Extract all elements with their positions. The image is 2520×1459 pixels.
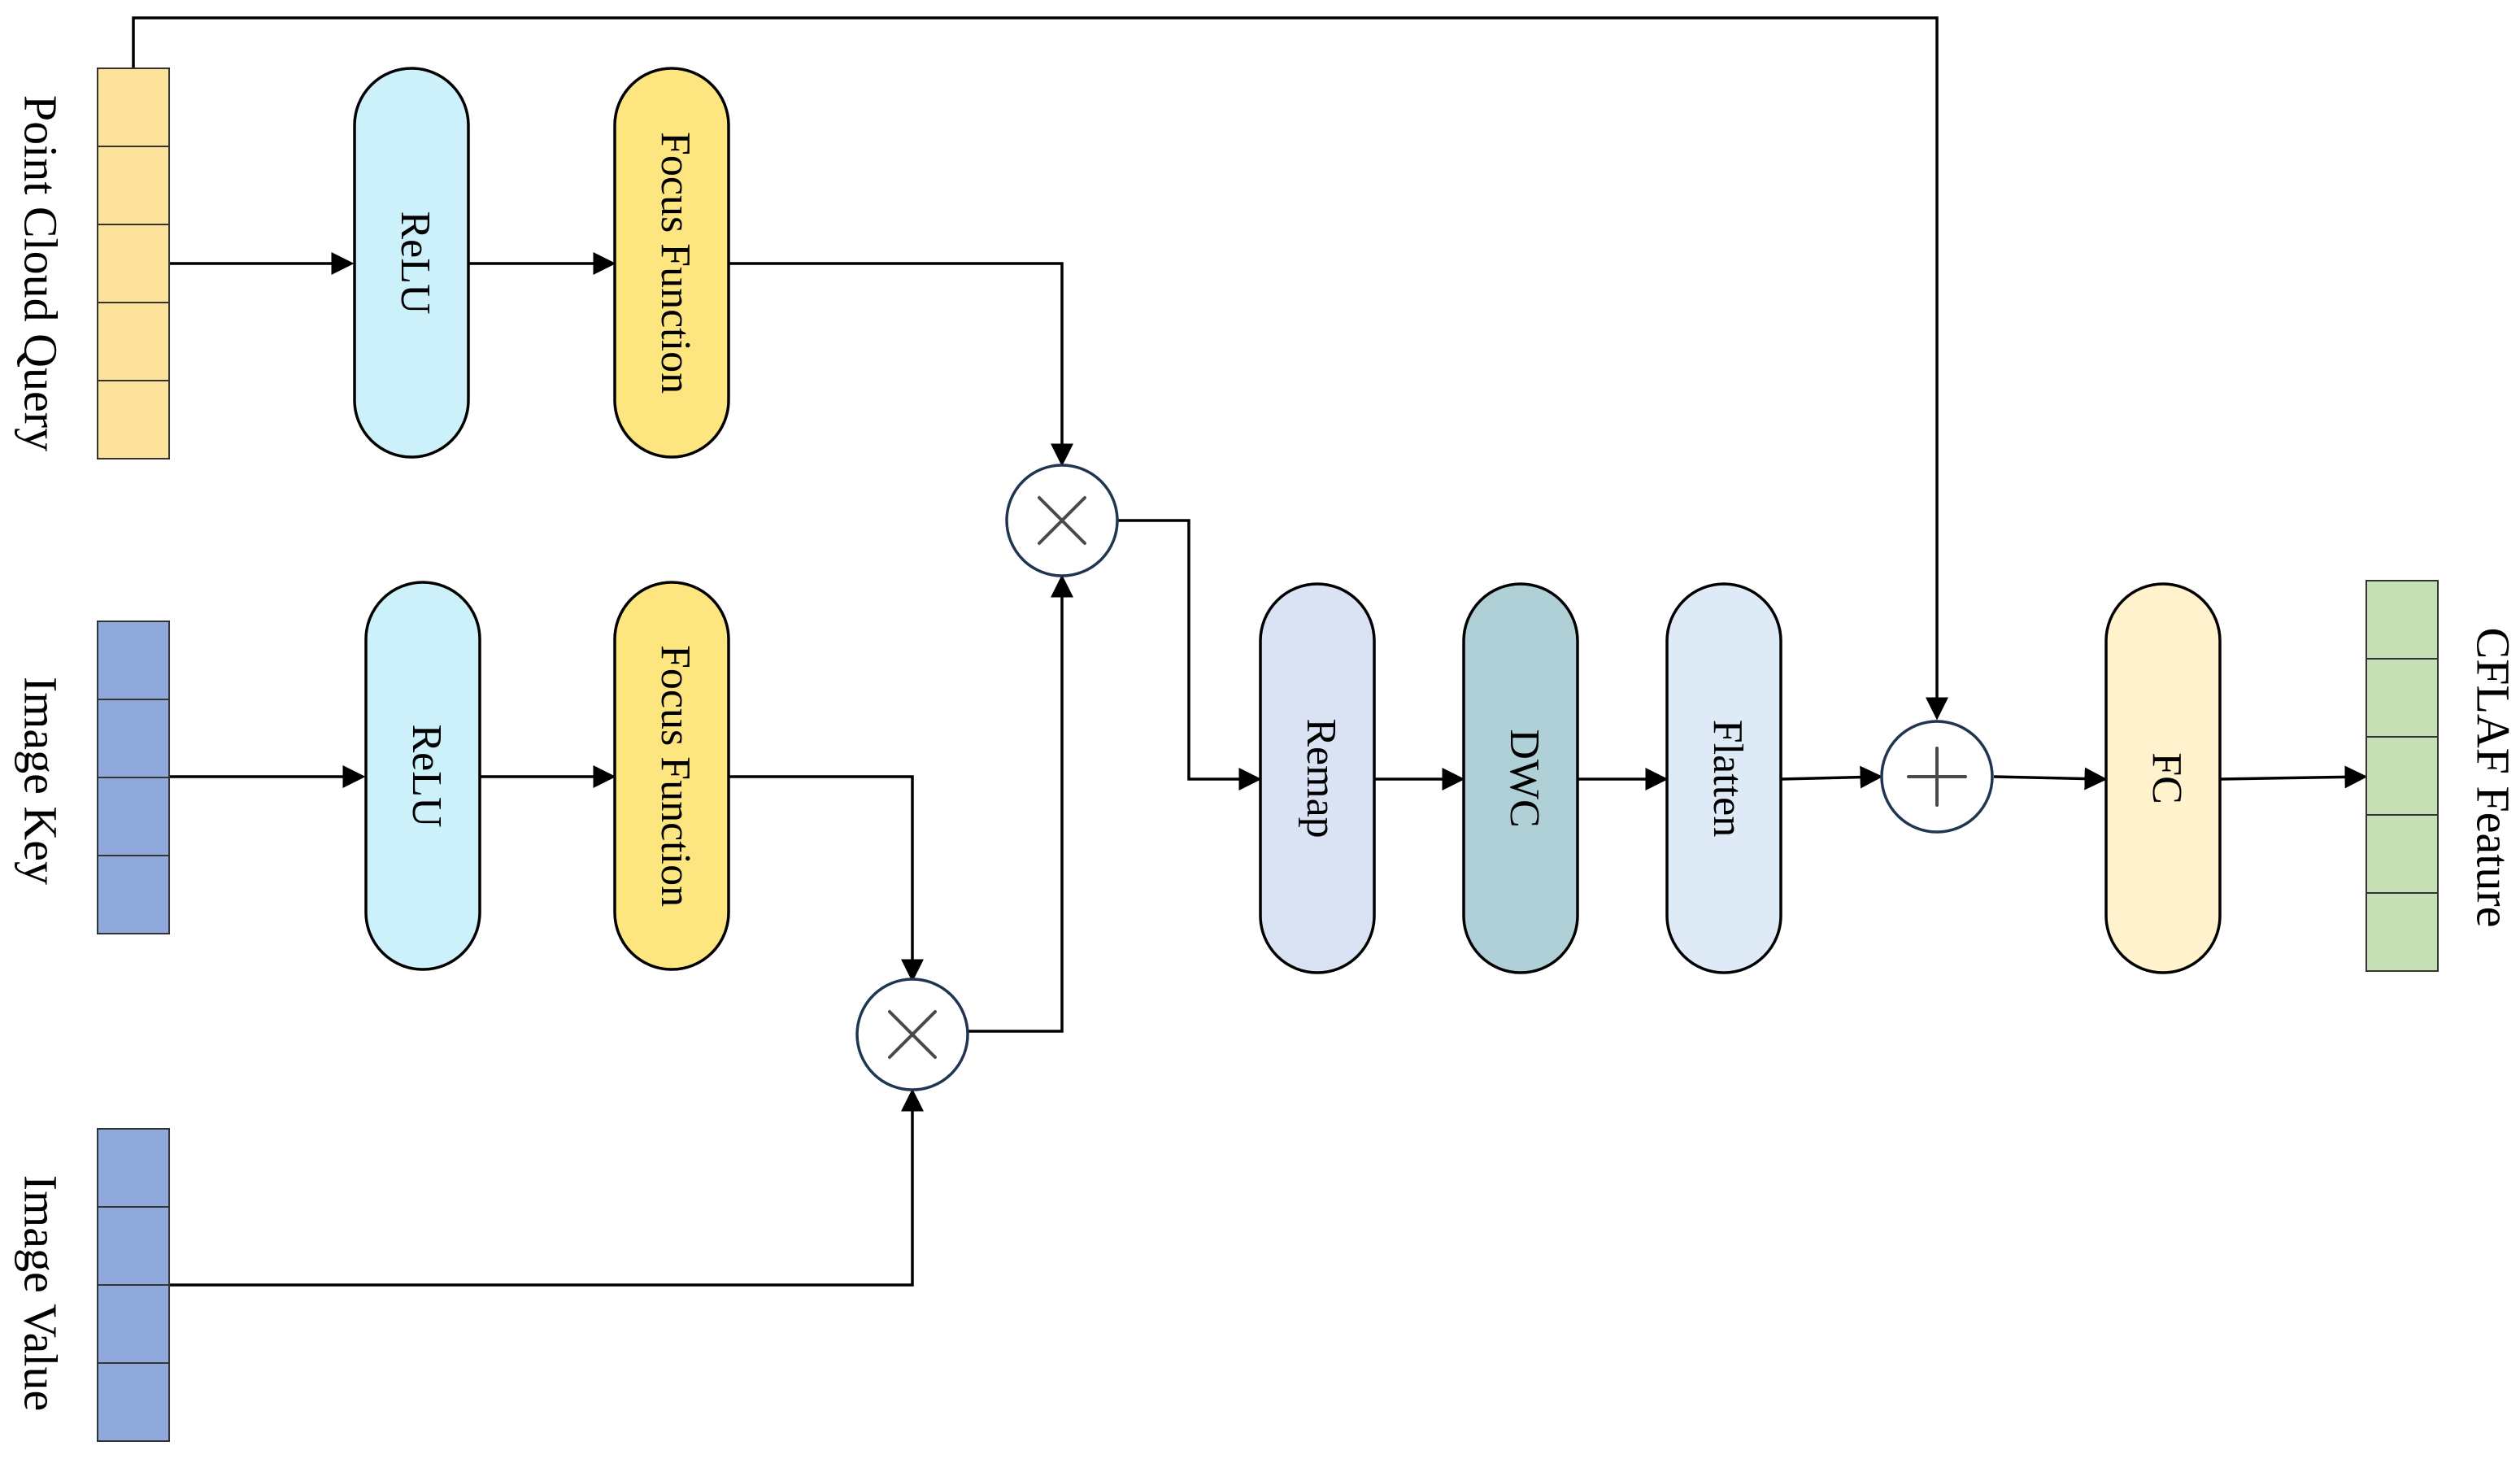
flatten-node-label: Flatten (1704, 720, 1751, 837)
point-cloud-query-tensor (97, 68, 170, 459)
image-value-cell (97, 1362, 170, 1442)
image-value-cell (97, 1206, 170, 1286)
image-value-cell (97, 1128, 170, 1208)
edge-residual-query-to-add (132, 16, 1948, 721)
dwc-node: DWC (1462, 582, 1579, 974)
point-cloud-query-label: Point Cloud Query (15, 95, 67, 451)
cflaf-feature-cell (2365, 658, 2439, 738)
remap-node-label: Remap (1298, 718, 1344, 838)
relu-node-key-box (364, 581, 481, 971)
multiply-icon (1038, 496, 1086, 545)
edge-fc-to-output (2219, 765, 2368, 789)
image-key-cell (97, 621, 170, 700)
edge-focus-query-to-multiply (729, 262, 1073, 467)
remap-node-box (1259, 582, 1376, 974)
focus-function-node-key: Focus Function (613, 581, 730, 971)
dwc-node-label: DWC (1501, 729, 1547, 827)
edge-multiply-to-remap (1117, 519, 1262, 790)
image-key-tensor (97, 621, 170, 934)
edges (132, 16, 2368, 1287)
point-cloud-query-cell (97, 224, 170, 303)
cflaf-feature-label: CFLAF Feature (2467, 628, 2520, 928)
point-cloud-query-cell (97, 146, 170, 225)
fc-node-box (2104, 582, 2222, 974)
edge-flatten-to-add (1780, 765, 1883, 789)
multiply-icon (888, 1010, 937, 1059)
image-key-cell (97, 699, 170, 778)
edge-multiply-kv-to-multiply-query (968, 574, 1073, 1033)
add-operator (1880, 720, 1994, 834)
focus-function-node-query: Focus Function (613, 67, 730, 459)
edge-value-to-multiply (169, 1088, 924, 1287)
cflaf-feature-tensor (2365, 580, 2439, 972)
relu-node-key-label: ReLU (403, 724, 450, 827)
edge-add-to-fc (1993, 767, 2108, 790)
relu-node-query-box (353, 67, 470, 459)
image-value-cell (97, 1284, 170, 1364)
image-value-tensor (97, 1128, 170, 1442)
cflaf-feature-cell (2365, 814, 2439, 894)
relu-node-query: ReLU (353, 67, 470, 459)
focus-function-node-key-box (613, 581, 730, 971)
multiply-operator-query (1005, 464, 1119, 577)
cflaf-feature-cell (2365, 736, 2439, 816)
relu-node-query-label: ReLU (392, 211, 438, 314)
focus-function-node-query-label: Focus Function (652, 132, 699, 394)
focus-function-node-key-label: Focus Function (652, 645, 699, 907)
relu-node-key: ReLU (364, 581, 481, 971)
image-key-cell (97, 855, 170, 934)
dwc-node-box (1462, 582, 1579, 974)
flatten-node: Flatten (1665, 582, 1782, 974)
image-key-cell (97, 777, 170, 856)
cflaf-feature-cell (2365, 892, 2439, 972)
focus-function-node-query-box (613, 67, 730, 459)
edge-focus-key-to-multiply (729, 775, 924, 982)
cflaf-feature-cell (2365, 580, 2439, 660)
fc-node: FC (2104, 582, 2222, 974)
flatten-node-box (1665, 582, 1782, 974)
point-cloud-query-cell (97, 380, 170, 459)
point-cloud-query-cell (97, 68, 170, 147)
point-cloud-query-cell (97, 302, 170, 381)
image-key-label: Image Key (15, 677, 67, 885)
image-value-label: Image Value (15, 1175, 67, 1411)
remap-node: Remap (1259, 582, 1376, 974)
multiply-operator-key-value (855, 978, 969, 1091)
fc-node-label: FC (2144, 752, 2190, 804)
